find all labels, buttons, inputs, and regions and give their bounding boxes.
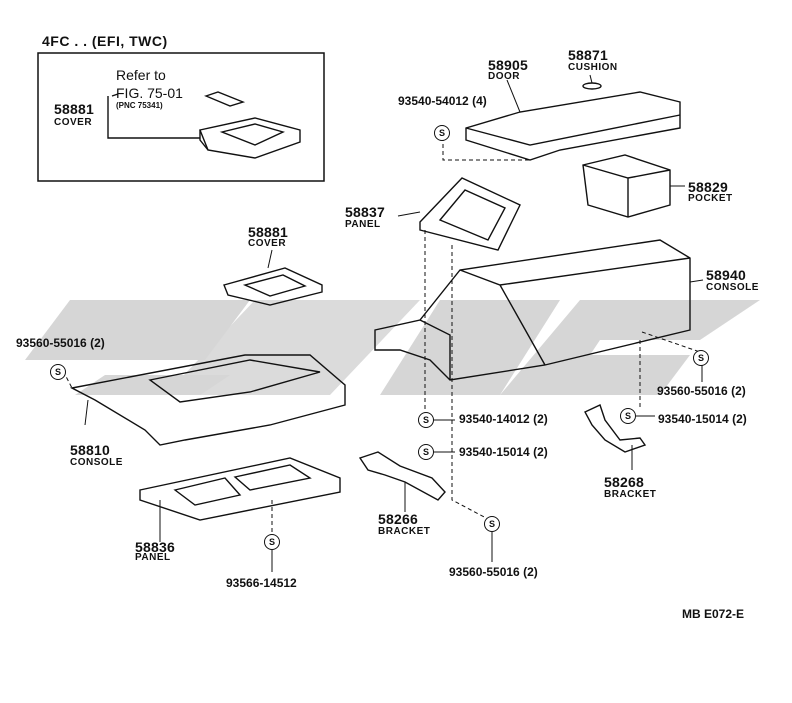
console-front-name: CONSOLE (70, 457, 123, 468)
fastener-label: 93560-55016 (2) (657, 384, 746, 398)
bracket-left-number: 58266 (378, 511, 418, 527)
panel-upper-shape (419, 177, 521, 251)
console-rear-shape (374, 239, 691, 381)
screw-symbol-icon: S (418, 412, 434, 428)
inset-part-number: 58881 (54, 101, 94, 117)
inset-refer-line1: Refer to (116, 67, 166, 83)
screw-symbol-icon: S (50, 364, 66, 380)
fastener-label: 93540-15014 (2) (459, 445, 548, 459)
fastener-label: 93540-14012 (2) (459, 412, 548, 426)
inset-refer-pnc: (PNC 75341) (116, 101, 163, 110)
bracket-right-shape (584, 404, 647, 453)
screw-symbol-icon: S (434, 125, 450, 141)
part-outlines (69, 82, 691, 521)
bracket-left-shape (358, 451, 446, 501)
watermark-logo (25, 300, 760, 395)
console-rear-name: CONSOLE (706, 282, 759, 293)
screw-symbol-icon: S (484, 516, 500, 532)
door-number: 58905 (488, 57, 528, 73)
panel-lower-number: 58836 (135, 539, 175, 555)
fastener-label: 93566-14512 (226, 576, 297, 590)
door-name: DOOR (488, 71, 520, 82)
screw-symbol-icon: S (418, 444, 434, 460)
inset-refer-line2: FIG. 75-01 (116, 85, 183, 101)
panel-upper-number: 58837 (345, 204, 385, 220)
inset-cover-shape (199, 117, 301, 159)
console-rear-number: 58940 (706, 267, 746, 283)
bracket-left-name: BRACKET (378, 526, 431, 537)
inset-header: 4FC . . (EFI, TWC) (42, 33, 168, 49)
cover-number: 58881 (248, 224, 288, 240)
panel-lower-shape (139, 457, 341, 521)
screw-symbol-icon: S (264, 534, 280, 550)
cover-shape (223, 267, 323, 306)
cover-name: COVER (248, 238, 287, 249)
inset-box (37, 52, 325, 182)
door-shape (465, 91, 681, 161)
bracket-right-name: BRACKET (604, 489, 657, 500)
panel-lower-name: PANEL (135, 552, 171, 563)
diagram-code: MB E072-E (682, 607, 745, 621)
console-front-shape (69, 354, 346, 446)
screw-symbol-icon: S (693, 350, 709, 366)
cushion-name: CUSHION (568, 62, 618, 73)
cushion-shape (582, 82, 602, 90)
cushion-number: 58871 (568, 47, 608, 63)
bracket-right-number: 58268 (604, 474, 644, 490)
fastener-label: 93540-15014 (2) (658, 412, 747, 426)
pocket-shape (582, 154, 671, 218)
pocket-name: POCKET (688, 193, 733, 204)
inset-small-part (204, 91, 246, 107)
console-front-number: 58810 (70, 442, 110, 458)
pocket-number: 58829 (688, 179, 728, 195)
screw-symbol-icon: S (620, 408, 636, 424)
panel-upper-name: PANEL (345, 219, 381, 230)
fastener-label: 93560-55016 (2) (16, 336, 105, 350)
fastener-label: 93540-54012 (4) (398, 94, 487, 108)
inset-part-name: COVER (54, 117, 93, 128)
fastener-label: 93560-55016 (2) (449, 565, 538, 579)
